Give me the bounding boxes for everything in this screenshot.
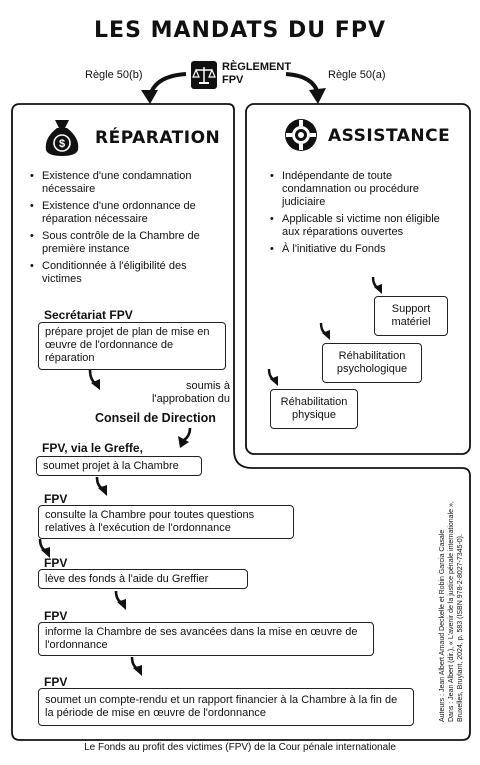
rule-right-label: Règle 50(a) xyxy=(328,69,386,81)
secretariat-header: Secrétariat FPV xyxy=(44,308,133,322)
list-item: Sous contrôle de la Chambre de première … xyxy=(30,230,225,256)
list-item: Existence d'une ordonnance de réparation… xyxy=(30,200,225,226)
step-1-header: FPV xyxy=(44,492,68,506)
step-3-header: FPV xyxy=(44,609,68,623)
reparation-bullet-list: Existence d'une condamnation nécessaire … xyxy=(30,170,225,290)
assistance-heading: ASSISTANCE xyxy=(328,126,451,146)
assistance-bullet-list: Indépendante de toute condamnation ou pr… xyxy=(270,170,455,260)
regulation-label-line1: RÈGLEMENT xyxy=(222,61,292,73)
list-item: Conditionnée à l'éligibilité des victime… xyxy=(30,260,225,286)
step-3-box: informe la Chambre de ses avancées dans … xyxy=(38,622,374,656)
submitted-line1: soumis à xyxy=(185,380,230,392)
step-4-box: soumet un compte-rendu et un rapport fin… xyxy=(38,688,414,726)
secretariat-box: prépare projet de plan de mise en œuvre … xyxy=(38,322,226,370)
list-item: Existence d'une condamnation nécessaire xyxy=(30,170,225,196)
step-2-header: FPV xyxy=(44,556,68,570)
arrow-down-icon xyxy=(266,368,284,388)
submitted-line2: l'approbation du xyxy=(152,393,230,405)
arrow-down-icon xyxy=(370,276,388,296)
list-item: À l'initiative du Fonds xyxy=(270,243,455,256)
step-4-header: FPV xyxy=(44,675,68,689)
arrow-down-icon xyxy=(112,590,132,612)
greffe-box: soumet projet à la Chambre xyxy=(36,456,202,476)
list-item: Indépendante de toute condamnation ou pr… xyxy=(270,170,455,209)
stair-box: Support matériel xyxy=(374,296,448,336)
credit-line: Dans : Jean Albert (dir.), « L'avenir de… xyxy=(448,501,455,722)
stair-box: Réhabilitation psychologique xyxy=(322,343,422,383)
footer-caption: Le Fonds au profit des victimes (FPV) de… xyxy=(84,742,396,753)
arrow-down-icon xyxy=(318,322,336,342)
greffe-header: FPV, via le Greffe, xyxy=(42,441,143,455)
stair-box: Réhabilitation physique xyxy=(270,389,358,429)
arrow-down-icon xyxy=(174,426,194,450)
step-2-box: lève des fonds à l'aide du Greffier xyxy=(38,569,248,589)
list-item: Applicable si victime non éligible aux r… xyxy=(270,213,455,239)
arrow-down-icon xyxy=(128,656,148,678)
regulation-book-icon xyxy=(190,60,218,90)
arrow-down-icon xyxy=(36,538,56,560)
arrow-down-icon xyxy=(86,368,106,392)
lifebuoy-icon xyxy=(284,118,318,152)
council-label: Conseil de Direction xyxy=(95,411,216,425)
submitted-text: soumis à l'approbation du xyxy=(115,380,230,406)
svg-text:$: $ xyxy=(59,138,65,150)
rule-left-label: Règle 50(b) xyxy=(85,69,143,81)
credit-line: Bruxelles, Bruylant, 2024, p. 583 (ISBN … xyxy=(457,534,464,722)
credit-line: Auteurs : Jean Albert Arnaud Deckelle et… xyxy=(439,529,446,722)
regulation-label: RÈGLEMENT FPV xyxy=(222,61,291,87)
reparation-heading: RÉPARATION xyxy=(95,128,221,148)
arrow-down-icon xyxy=(93,476,113,498)
step-1-box: consulte la Chambre pour toutes question… xyxy=(38,505,294,539)
money-bag-icon: $ xyxy=(42,116,82,158)
page-title: LES MANDATS DU FPV xyxy=(94,18,386,43)
regulation-label-line2: FPV xyxy=(222,74,244,86)
